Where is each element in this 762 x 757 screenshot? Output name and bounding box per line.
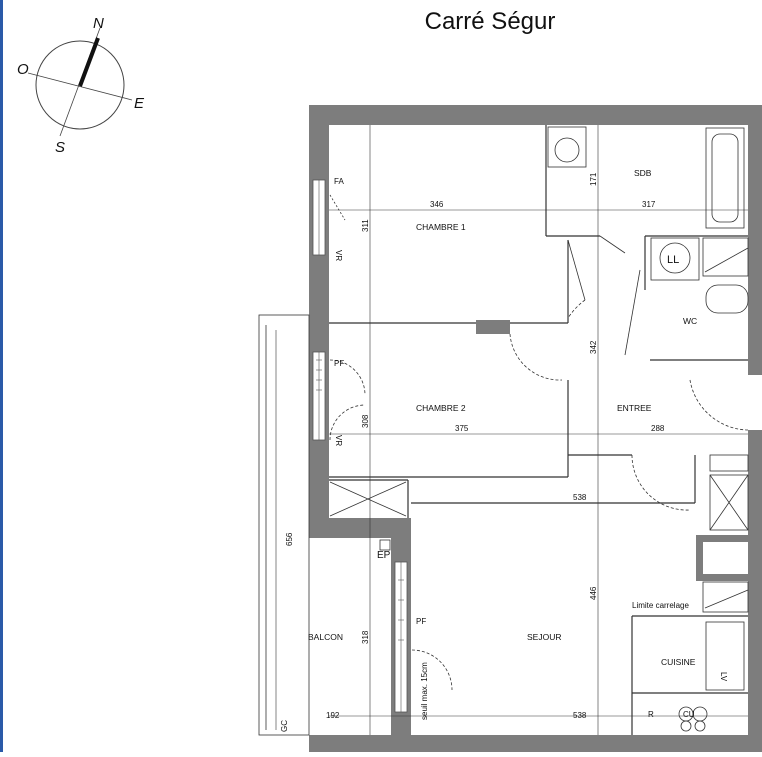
dim-317: 317: [642, 200, 656, 209]
wc-basin: [702, 237, 749, 277]
note-r: R: [648, 710, 654, 719]
dimension-lines: [275, 125, 748, 735]
note-limite-carrelage: Limite carrelage: [632, 601, 689, 610]
note-pf-sejour: PF: [416, 617, 426, 626]
note-fa: FA: [334, 177, 344, 186]
dim-346: 346: [430, 200, 444, 209]
note-vr-mid: VR: [334, 435, 343, 446]
fixtures: [329, 126, 749, 735]
compass-north: N: [93, 15, 104, 32]
right-wall-lower: [748, 430, 762, 752]
dim-656: 656: [285, 532, 294, 546]
dim-192: 192: [326, 711, 340, 720]
sink: [705, 621, 745, 691]
label-balcon: BALCON: [308, 632, 343, 642]
label-chambre-1: CHAMBRE 1: [416, 222, 466, 232]
label-wc: WC: [683, 316, 697, 326]
label-sdb: SDB: [634, 168, 652, 178]
dim-311: 311: [361, 219, 370, 232]
dimension-labels: 346 317 311 171 342 375 288 308 538 538 …: [285, 172, 665, 720]
ep-shaft: [379, 539, 391, 551]
dim-446: 446: [589, 586, 598, 600]
compass-east: E: [134, 95, 145, 112]
note-ep: EP: [377, 550, 391, 561]
dim-342: 342: [589, 340, 598, 354]
dim-288: 288: [651, 424, 665, 433]
washing-machine: [650, 237, 700, 281]
compass-west: O: [17, 61, 29, 78]
note-vr-top: VR: [334, 250, 343, 261]
dim-308: 308: [361, 414, 370, 428]
note-pf-top: PF: [334, 359, 344, 368]
toilet: [705, 284, 749, 314]
washbasin-round: [554, 137, 580, 163]
left-border: [0, 0, 3, 752]
kitchen-unit: [702, 581, 749, 613]
gaine-wall-top: [696, 535, 748, 542]
label-sejour: SEJOUR: [527, 632, 561, 642]
compass-rose: N E S O: [17, 15, 145, 156]
note-gc: GC: [280, 720, 289, 732]
shower: [547, 126, 587, 168]
dim-538-top: 538: [573, 493, 587, 502]
window-panes: [316, 180, 404, 712]
left-wall: [309, 105, 329, 538]
electric-panel: [709, 454, 749, 472]
label-chambre-2: CHAMBRE 2: [416, 403, 466, 413]
room-labels: CHAMBRE 1 CHAMBRE 2 SDB WC ENTREE SEJOUR…: [308, 168, 697, 667]
gaine-wall-bottom: [696, 574, 748, 581]
dim-538-bottom: 538: [573, 711, 587, 720]
label-entree: ENTREE: [617, 403, 652, 413]
note-cu: CU: [683, 710, 695, 719]
north-needle: [78, 37, 100, 87]
step-wall-horizontal: [309, 518, 411, 538]
doors: [329, 194, 749, 691]
bottom-wall: [309, 735, 762, 752]
top-wall: [309, 105, 762, 125]
dim-375: 375: [455, 424, 469, 433]
storage: [709, 474, 749, 531]
note-lv: LV: [719, 672, 728, 682]
note-ll: LL: [667, 254, 679, 266]
balcony: [258, 314, 310, 736]
page-title: Carré Ségur: [424, 8, 556, 35]
right-wall-upper: [748, 125, 762, 375]
label-cuisine: CUISINE: [661, 657, 696, 667]
gaine-wall-left: [696, 535, 703, 581]
compass-south: S: [55, 139, 65, 156]
dim-318: 318: [361, 630, 370, 644]
dim-171: 171: [589, 172, 598, 186]
bathtub: [705, 127, 745, 229]
walls: [309, 105, 762, 752]
column: [476, 320, 510, 334]
note-seuil: seuil max. 15cm: [420, 662, 429, 720]
annotations: FA VR PF VR PF EP LL LV R CU GC Limite c…: [280, 177, 728, 732]
